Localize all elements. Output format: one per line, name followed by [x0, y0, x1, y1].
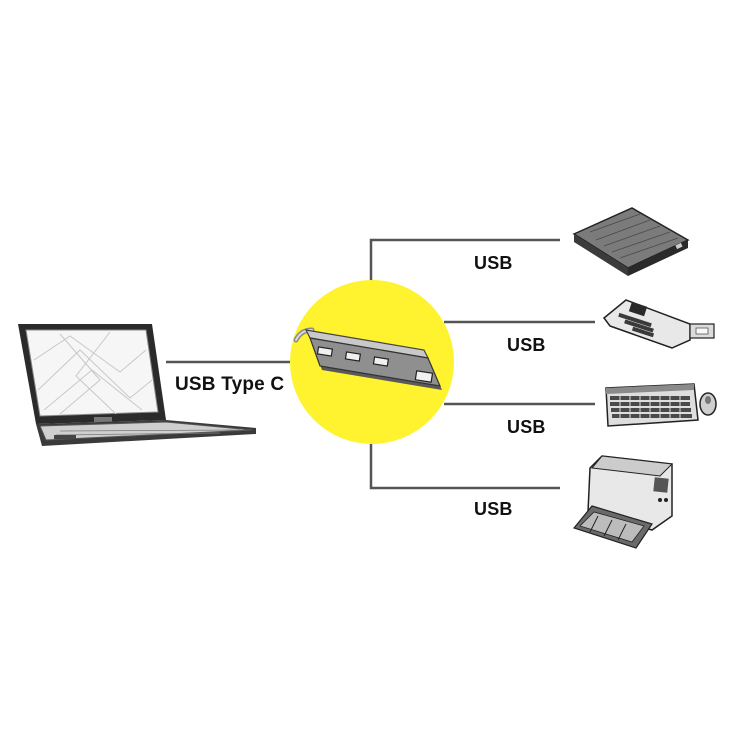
port-2-label: USB: [507, 335, 546, 356]
port-3-label: USB: [507, 417, 546, 438]
keyboard-mouse-icon: [606, 384, 716, 426]
port-1-line: [371, 240, 560, 282]
external-drive-icon: [574, 208, 688, 276]
card-reader-icon: [604, 300, 714, 348]
port-4-label: USB: [474, 499, 513, 520]
port-4-line: [371, 444, 560, 488]
port-1-label: USB: [474, 253, 513, 274]
printer-icon: [574, 456, 672, 548]
host-connection-label: USB Type C: [175, 374, 284, 396]
